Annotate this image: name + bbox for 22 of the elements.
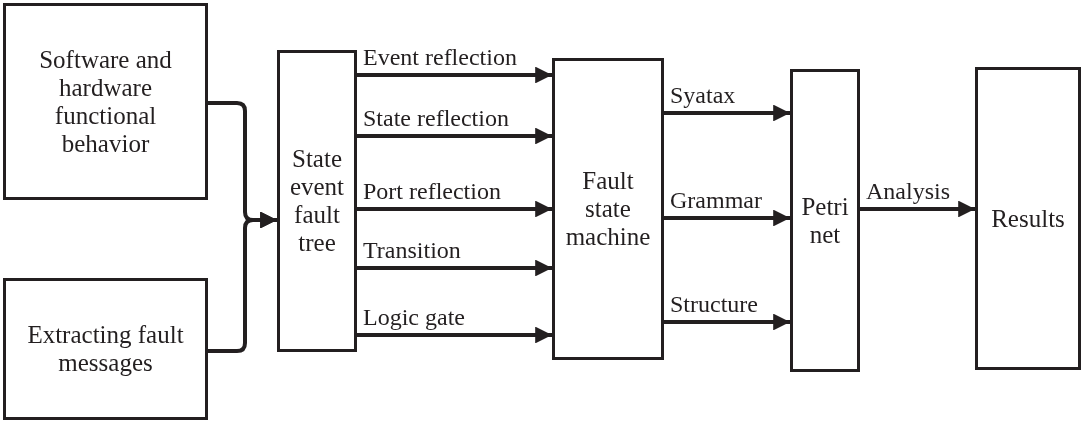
box-label: Fault state machine <box>564 167 652 251</box>
box-label: State event fault tree <box>288 145 346 257</box>
arrow <box>664 209 790 227</box>
process-box <box>552 58 664 360</box>
arrow <box>357 200 552 218</box>
arrow <box>664 104 790 122</box>
arrow <box>357 127 552 145</box>
process-box <box>790 69 860 372</box>
process-box <box>3 3 208 200</box>
arrow <box>664 313 790 331</box>
box-label: Extracting fault messages <box>26 321 185 377</box>
arrow <box>357 66 552 84</box>
process-box <box>277 50 357 352</box>
process-box <box>975 67 1081 370</box>
arrow <box>357 326 552 344</box>
arrow <box>860 200 975 218</box>
process-box <box>3 278 208 420</box>
box-label: Petri net <box>800 192 850 249</box>
arrow <box>357 259 552 277</box>
box-label: Results <box>991 204 1065 233</box>
box-label: Software and hardware functional behavior <box>38 45 173 158</box>
arrow <box>208 211 277 353</box>
